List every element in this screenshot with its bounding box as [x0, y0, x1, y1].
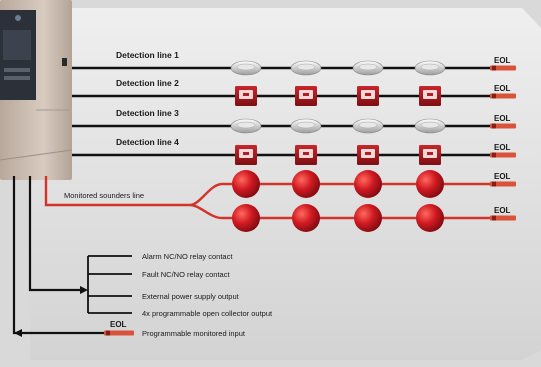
call-point-glyph: [243, 152, 249, 155]
manual-call-point: [295, 145, 317, 165]
detection-line-label: Detection line 4: [116, 137, 179, 147]
eol-resistor: [490, 65, 516, 71]
call-point-glyph: [427, 152, 433, 155]
eol-label: EOL: [494, 143, 511, 152]
devices-layer: [104, 60, 516, 336]
call-point-glyph: [365, 152, 371, 155]
eol-resistor-band: [492, 152, 496, 158]
sounders-branch-wire: [189, 182, 490, 207]
eol-label: EOL: [494, 206, 511, 215]
detection-line-label: Detection line 3: [116, 108, 179, 118]
eol-resistor-band: [492, 93, 496, 99]
call-point-glyph: [303, 152, 309, 155]
sounder: [354, 204, 382, 232]
eol-label: EOL: [494, 84, 511, 93]
smoke-detector: [414, 60, 446, 76]
smoke-detector: [230, 118, 262, 134]
sounders-feed-wire: [44, 176, 190, 207]
detection-line-label: Detection line 2: [116, 78, 179, 88]
sounder: [292, 170, 320, 198]
smoke-detector: [414, 118, 446, 134]
eol-label: EOL: [110, 320, 127, 329]
eol-resistor-band: [492, 65, 496, 71]
smoke-detector-cap: [358, 121, 378, 129]
call-point-glyph: [365, 93, 371, 96]
eol-label: EOL: [494, 114, 511, 123]
monitored-input-arrow: [14, 329, 22, 337]
eol-resistor: [490, 93, 516, 99]
manual-call-point: [357, 86, 379, 106]
eol-label: EOL: [494, 172, 511, 181]
output-label: Alarm NC/NO relay contact: [142, 252, 233, 261]
manual-call-point: [235, 145, 257, 165]
eol-resistor-band: [492, 181, 496, 187]
sounder: [416, 170, 444, 198]
smoke-detector: [290, 118, 322, 134]
eol-resistor: [490, 215, 516, 221]
manual-call-point: [357, 145, 379, 165]
smoke-detector-cap: [420, 63, 440, 71]
sounder: [416, 204, 444, 232]
outputs-feed-wire: [28, 176, 80, 292]
smoke-detector: [230, 60, 262, 76]
eol-resistor: [490, 123, 516, 129]
control-panel: [0, 0, 73, 180]
outputs-arrow: [80, 286, 88, 294]
eol-resistor-band: [492, 123, 496, 129]
eol-resistor: [490, 181, 516, 187]
sounder: [232, 204, 260, 232]
sounders-line-label: Monitored sounders line: [64, 191, 144, 200]
smoke-detector: [352, 60, 384, 76]
detection-line-label: Detection line 1: [116, 50, 179, 60]
sounder: [232, 170, 260, 198]
eol-resistor: [490, 152, 516, 158]
output-label: Fault NC/NO relay contact: [142, 270, 230, 279]
wiring-layer: [12, 66, 490, 337]
smoke-detector-cap: [358, 63, 378, 71]
eol-resistor-band: [492, 215, 496, 221]
smoke-detector-cap: [236, 63, 256, 71]
sounder: [292, 204, 320, 232]
monitored-input-label: Programmable monitored input: [142, 329, 246, 338]
eol-resistor: [104, 330, 134, 336]
call-point-glyph: [427, 93, 433, 96]
manual-call-point: [295, 86, 317, 106]
output-label: 4x programmable open collector output: [142, 309, 273, 318]
eol-resistor-band: [106, 330, 110, 336]
smoke-detector: [352, 118, 384, 134]
call-point-glyph: [243, 93, 249, 96]
manual-call-point: [419, 86, 441, 106]
eol-label: EOL: [494, 56, 511, 65]
smoke-detector: [290, 60, 322, 76]
sounders-branch-wire: [189, 203, 490, 220]
labels-layer: Detection line 1 EOL Detection line 2 EOL De…: [64, 50, 511, 338]
output-label: External power supply output: [142, 292, 240, 301]
smoke-detector-cap: [420, 121, 440, 129]
call-point-glyph: [303, 93, 309, 96]
smoke-detector-cap: [296, 121, 316, 129]
manual-call-point: [419, 145, 441, 165]
manual-call-point: [235, 86, 257, 106]
smoke-detector-cap: [296, 63, 316, 71]
sounder: [354, 170, 382, 198]
smoke-detector-cap: [236, 121, 256, 129]
